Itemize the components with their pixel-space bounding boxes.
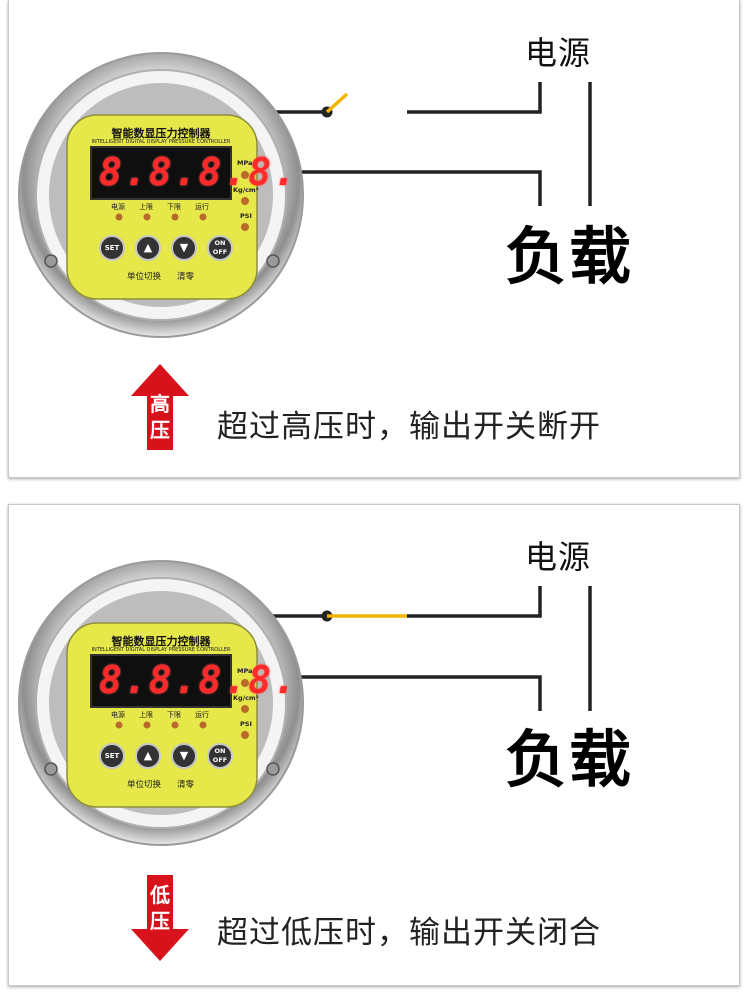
up-button[interactable]: ▲ [135,235,161,261]
unit-switch-label: 单位切换 [127,270,161,282]
on-label: ON [209,747,231,756]
led-label-run: 运行 [195,710,209,720]
unit-mpa: MPa [237,159,252,167]
led-label-lower: 下限 [167,710,181,720]
mount-hole-left [45,763,57,775]
panel-high-pressure: 电源 负载 [8,0,740,478]
switch-output-wire [407,586,540,616]
arrow-label-high: 高 [131,392,189,416]
mount-hole-right [267,763,279,775]
digital-display: 8.8.8.8. [99,658,298,702]
down-button[interactable]: ▼ [171,235,197,261]
mount-hole-right [267,255,279,267]
unit-switch-label: 单位切换 [127,778,161,790]
panel-low-pressure: 电源 负载 [8,504,740,986]
power-label: 电源 [525,28,591,74]
set-button[interactable]: SET [99,235,125,261]
high-pressure-up-arrow: 高 压 [131,364,189,450]
low-pressure-caption: 超过低压时，输出开关闭合 [217,907,601,952]
arrow-label-low: 低 [131,883,189,907]
gauge-subtitle: INTELLIGENT DIGITAL DISPLAY PRESSURE CON… [15,647,307,653]
unit-psi: PSI [240,720,252,728]
load-label: 负载 [505,709,633,799]
load-label: 负载 [505,206,633,296]
on-off-button[interactable]: ON OFF [207,235,233,261]
led-label-power: 电源 [111,710,125,720]
high-pressure-caption: 超过高压时，输出开关断开 [217,401,601,446]
load-wire [271,677,540,711]
led-label-lower: 下限 [167,202,181,212]
led-label-upper: 上限 [139,202,153,212]
set-button[interactable]: SET [99,743,125,769]
switch-lever-open [327,94,347,112]
led-label-run: 运行 [195,202,209,212]
power-label: 电源 [525,532,591,578]
load-wire [271,172,540,206]
up-button[interactable]: ▲ [135,743,161,769]
arrow-label-pressure: 压 [131,418,189,442]
switch-output-wire [407,82,540,112]
mount-hole-left [45,255,57,267]
off-label: OFF [209,756,231,765]
on-off-button[interactable]: ON OFF [207,743,233,769]
unit-kgcm2: Kg/cm² [233,186,259,194]
zero-label: 清零 [177,778,194,790]
down-button[interactable]: ▼ [171,743,197,769]
unit-psi: PSI [240,212,252,220]
pressure-controller-gauge: 智能数显压力控制器 INTELLIGENT DIGITAL DISPLAY PR… [15,557,307,849]
unit-mpa: MPa [237,667,252,675]
off-label: OFF [209,248,231,257]
led-label-upper: 上限 [139,710,153,720]
pressure-controller-gauge: 智能数显压力控制器 INTELLIGENT DIGITAL DISPLAY PR… [15,49,307,341]
low-pressure-down-arrow: 低 压 [131,875,189,961]
led-label-power: 电源 [111,202,125,212]
on-label: ON [209,239,231,248]
unit-kgcm2: Kg/cm² [233,694,259,702]
gauge-subtitle: INTELLIGENT DIGITAL DISPLAY PRESSURE CON… [15,139,307,145]
arrow-label-pressure: 压 [131,909,189,933]
zero-label: 清零 [177,270,194,282]
digital-display: 8.8.8.8. [99,150,298,194]
